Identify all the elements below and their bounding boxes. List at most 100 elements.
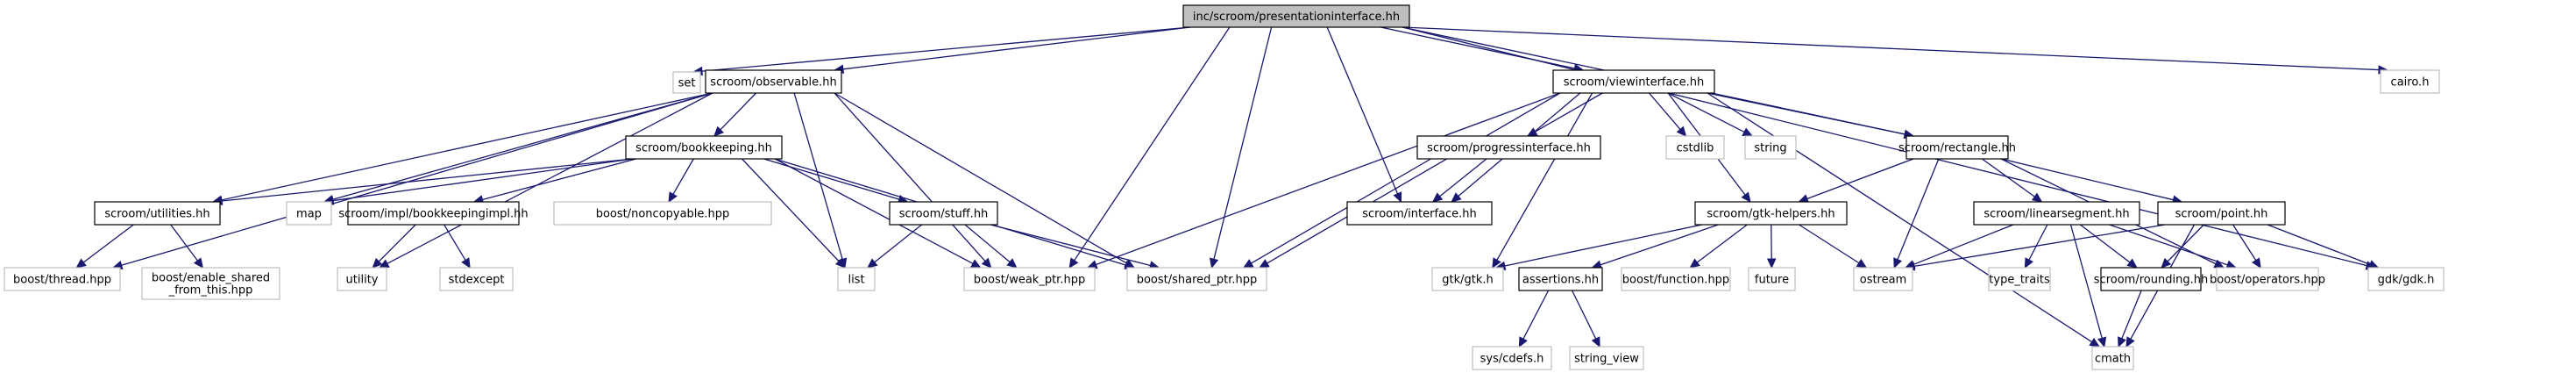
edge-point-to-gdk	[2267, 224, 2380, 269]
node-utilities[interactable]: scroom/utilities.hh	[94, 201, 221, 226]
node-ostream: ostream	[1853, 267, 1913, 291]
arrowhead-icon	[372, 257, 383, 269]
node-gtkh: gtk/gtk.h	[1431, 267, 1504, 291]
node-list: list	[837, 267, 876, 291]
node-point[interactable]: scroom/point.hh	[2157, 201, 2286, 226]
node-thread: boost/thread.hpp	[4, 267, 121, 291]
edge-stuff-to-weakptr	[964, 224, 1018, 269]
arrowhead-icon	[834, 257, 846, 269]
node-label: map	[296, 208, 322, 221]
node-label: scroom/utilities.hh	[104, 208, 209, 221]
node-assertions[interactable]: assertions.hh	[1518, 267, 1603, 291]
node-label: cairo.h	[2391, 76, 2430, 90]
node-bookkeepingimpl[interactable]: scroom/impl/bookkeepingimpl.hh	[338, 201, 529, 226]
node-box	[2367, 267, 2445, 291]
edge-line	[2069, 224, 2103, 339]
edge-stuff-to-list	[867, 224, 923, 269]
edge-line	[1707, 92, 1905, 135]
arrowhead-icon	[713, 126, 725, 137]
edge-progressinterface-to-interface	[1431, 158, 1487, 203]
node-bookkeeping[interactable]: scroom/bookkeeping.hh	[625, 135, 783, 160]
node-box	[1182, 4, 1410, 28]
arrowhead-icon	[1676, 126, 1687, 137]
arrowhead-icon	[981, 257, 992, 269]
edge-line	[332, 158, 634, 202]
node-progressinterface[interactable]: scroom/progressinterface.hh	[1416, 135, 1601, 160]
edge-bookkeeping-to-noncopyable	[668, 158, 694, 204]
edge-line	[763, 158, 900, 200]
node-linearsegment[interactable]: scroom/linearsegment.hh	[1973, 201, 2140, 226]
edge-point-to-operators	[2232, 224, 2261, 269]
node-box	[286, 201, 332, 226]
arrowhead-icon	[1492, 257, 1501, 269]
edge-line	[1913, 224, 2014, 265]
edge-gtkhelpers-to-assertions	[1591, 224, 1719, 269]
edge-bookkeeping-to-stuff	[763, 158, 909, 204]
node-label: scroom/rectangle.hh	[1898, 142, 2016, 155]
edge-line	[1504, 224, 1703, 267]
node-box	[1694, 201, 1848, 226]
node-root: inc/scroom/presentationinterface.hh	[1182, 4, 1410, 28]
node-box	[625, 135, 783, 160]
node-stuff[interactable]: scroom/stuff.hh	[889, 201, 998, 226]
edge-line	[2000, 158, 2174, 201]
node-label: gtk/gtk.h	[1442, 274, 1494, 287]
node-box	[1621, 267, 1731, 291]
node-enableshared: boost/enable_shared_from_this.hpp	[141, 267, 280, 300]
node-box	[1416, 135, 1601, 160]
edge-line	[378, 224, 416, 262]
node-observable[interactable]: scroom/observable.hh	[705, 69, 842, 94]
edge-line	[1982, 158, 2035, 197]
node-cstdlib: cstdlib	[1665, 135, 1725, 160]
edge-line	[1799, 224, 1860, 264]
node-box	[1744, 135, 1797, 160]
node-box	[347, 201, 520, 226]
node-gdk: gdk/gdk.h	[2367, 267, 2445, 291]
node-box	[337, 267, 387, 291]
edge-line	[121, 92, 713, 266]
edge-bookkeepingimpl-to-stdexcept	[444, 224, 471, 269]
node-label: boost/enable_shared	[152, 272, 270, 285]
node-viewinterface[interactable]: scroom/viewinterface.hh	[1552, 69, 1715, 94]
edge-assertions-to-cdefs	[1518, 290, 1550, 348]
edge-line	[1806, 158, 1914, 200]
edge-line	[1326, 26, 1399, 195]
edge-observable-to-weakptr	[834, 92, 992, 269]
node-label: string_view	[1574, 353, 1639, 366]
node-utility: utility	[337, 267, 387, 291]
node-label: assertions.hh	[1522, 274, 1599, 287]
edge-viewinterface-to-progressinterface	[1526, 92, 1603, 137]
node-label: ostream	[1860, 274, 1907, 287]
node-weakptr: boost/weak_ptr.hpp	[963, 267, 1096, 291]
node-rectangle[interactable]: scroom/rectangle.hh	[1898, 135, 2016, 160]
node-gtkhelpers[interactable]: scroom/gtk-helpers.hh	[1694, 201, 1848, 226]
edge-viewinterface-to-rectangle	[1707, 92, 1915, 140]
edge-gtkhelpers-to-function	[1689, 224, 1748, 269]
node-rounding[interactable]: scroom/rounding.hh	[2094, 267, 2208, 291]
edge-line	[1251, 158, 1431, 264]
edge-rectangle-to-gtkhelpers	[1798, 158, 1914, 204]
edge-line	[834, 92, 986, 262]
node-cdefs: sys/cdefs.h	[1472, 346, 1552, 370]
edge-line	[82, 224, 134, 263]
edge-line	[1267, 92, 1561, 264]
node-label: future	[1755, 274, 1789, 287]
node-box	[672, 71, 701, 94]
edge-linearsegment-to-typetraits	[2024, 224, 2048, 269]
edge-line	[387, 92, 713, 264]
node-map: map	[286, 201, 332, 226]
arrowhead-icon	[1526, 127, 1538, 137]
node-label: string	[1754, 142, 1786, 155]
edge-root-to-observable	[833, 26, 1191, 74]
edge-viewinterface-to-cmath	[1707, 92, 2101, 348]
node-operators: boost/operators.hpp	[2210, 267, 2325, 291]
node-box	[553, 201, 772, 226]
edge-bookkeeping-to-bookkeepingimpl	[472, 158, 637, 204]
node-interface[interactable]: scroom/interface.hh	[1346, 201, 1493, 226]
edge-line	[874, 224, 923, 263]
node-typetraits: type_traits	[1988, 267, 2051, 291]
edge-gtkhelpers-to-future	[1766, 224, 1777, 269]
edge-line	[834, 92, 1127, 264]
